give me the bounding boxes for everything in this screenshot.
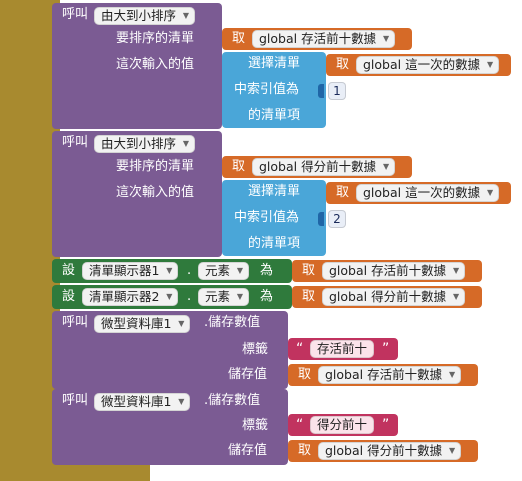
component-dropdown[interactable]: 微型資料庫1▼ [94, 315, 191, 333]
component-dropdown[interactable]: 清單顯示器1▼ [82, 262, 179, 280]
chevron-down-icon: ▼ [178, 397, 185, 406]
chevron-down-icon: ▼ [382, 162, 390, 171]
get-label: 取 [336, 57, 350, 72]
chevron-down-icon: ▼ [182, 11, 190, 20]
get-block[interactable]: 取 global 得分前十數據▼ [288, 440, 478, 462]
call-label: 呼叫 [62, 135, 89, 150]
variable-dropdown[interactable]: global 這一次的數據▼ [356, 184, 500, 202]
chevron-down-icon: ▼ [236, 292, 244, 301]
param-value-label: 這次輸入的值 [116, 57, 195, 72]
select-item-label: 的清單項 [248, 236, 301, 251]
get-block[interactable]: 取 global 存活前十數據▼ [222, 28, 412, 50]
variable-dropdown[interactable]: global 存活前十數據▼ [322, 262, 466, 280]
chevron-down-icon: ▼ [166, 292, 173, 301]
chevron-down-icon: ▼ [448, 446, 456, 455]
text-string-block[interactable]: “ 存活前十 ” [288, 338, 398, 360]
chevron-down-icon: ▼ [182, 139, 190, 148]
get-label: 取 [232, 31, 246, 46]
text-value-field[interactable]: 存活前十 [310, 340, 375, 358]
tag-label: 標籤 [242, 418, 269, 433]
chevron-down-icon: ▼ [486, 188, 494, 197]
get-block[interactable]: 取 global 這一次的數據▼ [326, 54, 511, 76]
event-block-frame [0, 0, 60, 481]
set-property-block-2[interactable]: 設 清單顯示器2▼ . 元素▼ 為 [52, 285, 292, 309]
call-sort-block-1[interactable]: 呼叫 由大到小排序▼ 要排序的清單 這次輸入的值 [52, 3, 222, 129]
get-block[interactable]: 取 global 存活前十數據▼ [292, 260, 482, 282]
property-dropdown[interactable]: 元素▼ [198, 262, 250, 280]
to-label: 為 [260, 289, 274, 304]
variable-dropdown[interactable]: global 存活前十數據▼ [318, 366, 462, 384]
open-quote-icon: “ [296, 417, 304, 433]
set-label: 設 [62, 289, 76, 304]
chevron-down-icon: ▼ [486, 60, 494, 69]
get-block[interactable]: 取 global 得分前十數據▼ [292, 286, 482, 308]
tag-label: 標籤 [242, 342, 269, 357]
dot-label: . [187, 263, 192, 278]
component-dropdown[interactable]: 微型資料庫1▼ [94, 393, 191, 411]
method-label: .儲存數值 [204, 393, 261, 408]
get-block[interactable]: 取 global 得分前十數據▼ [222, 156, 412, 178]
select-title: 選擇清單 [248, 56, 301, 71]
select-index-label: 中索引值為 [234, 210, 300, 225]
variable-dropdown[interactable]: global 這一次的數據▼ [356, 56, 500, 74]
get-block[interactable]: 取 global 這一次的數據▼ [326, 182, 511, 204]
select-item-label: 的清單項 [248, 108, 301, 123]
chevron-down-icon: ▼ [382, 34, 390, 43]
index-number-field[interactable]: 1 [328, 82, 346, 100]
set-label: 設 [62, 263, 76, 278]
text-value-field[interactable]: 得分前十 [310, 416, 375, 434]
procedure-name-dropdown[interactable]: 由大到小排序▼ [94, 135, 196, 153]
store-value-block-1[interactable]: 呼叫 微型資料庫1▼ .儲存數值 標籤 儲存值 [52, 311, 288, 389]
set-property-block-1[interactable]: 設 清單顯示器1▼ . 元素▼ 為 [52, 259, 292, 283]
close-quote-icon: ” [382, 341, 390, 357]
method-label: .儲存數值 [204, 315, 261, 330]
call-sort-block-2[interactable]: 呼叫 由大到小排序▼ 要排序的清單 這次輸入的值 [52, 131, 222, 257]
select-list-item-block[interactable]: 選擇清單 中索引值為 的清單項 [222, 52, 326, 128]
select-list-item-block[interactable]: 選擇清單 中索引值為 的清單項 [222, 180, 326, 256]
dot-label: . [187, 289, 192, 304]
property-dropdown[interactable]: 元素▼ [198, 288, 250, 306]
chevron-down-icon: ▼ [448, 370, 456, 379]
open-quote-icon: “ [296, 341, 304, 357]
chevron-down-icon: ▼ [166, 266, 173, 275]
param-value-label: 這次輸入的值 [116, 185, 195, 200]
get-label: 取 [302, 289, 316, 304]
get-label: 取 [232, 159, 246, 174]
chevron-down-icon: ▼ [236, 266, 244, 275]
chevron-down-icon: ▼ [178, 319, 185, 328]
get-label: 取 [298, 443, 312, 458]
close-quote-icon: ” [382, 417, 390, 433]
get-label: 取 [336, 185, 350, 200]
connector-notch [318, 212, 324, 226]
text-string-block[interactable]: “ 得分前十 ” [288, 414, 398, 436]
get-block[interactable]: 取 global 存活前十數據▼ [288, 364, 478, 386]
chevron-down-icon: ▼ [452, 292, 460, 301]
param-list-label: 要排序的清單 [116, 159, 195, 174]
variable-dropdown[interactable]: global 得分前十數據▼ [318, 442, 462, 460]
call-label: 呼叫 [62, 393, 89, 408]
variable-dropdown[interactable]: global 得分前十數據▼ [252, 158, 396, 176]
event-block-bottom [0, 462, 150, 481]
value-label: 儲存值 [228, 443, 268, 458]
store-value-block-2[interactable]: 呼叫 微型資料庫1▼ .儲存數值 標籤 儲存值 [52, 389, 288, 465]
variable-dropdown[interactable]: global 得分前十數據▼ [322, 288, 466, 306]
variable-dropdown[interactable]: global 存活前十數據▼ [252, 30, 396, 48]
connector-notch [318, 84, 324, 98]
value-label: 儲存值 [228, 367, 268, 382]
to-label: 為 [260, 263, 274, 278]
call-label: 呼叫 [62, 7, 89, 22]
select-index-label: 中索引值為 [234, 82, 300, 97]
param-list-label: 要排序的清單 [116, 31, 195, 46]
procedure-name-dropdown[interactable]: 由大到小排序▼ [94, 7, 196, 25]
component-dropdown[interactable]: 清單顯示器2▼ [82, 288, 179, 306]
chevron-down-icon: ▼ [452, 266, 460, 275]
get-label: 取 [298, 367, 312, 382]
call-label: 呼叫 [62, 315, 89, 330]
get-label: 取 [302, 263, 316, 278]
index-number-field[interactable]: 2 [328, 210, 346, 228]
select-title: 選擇清單 [248, 184, 301, 199]
